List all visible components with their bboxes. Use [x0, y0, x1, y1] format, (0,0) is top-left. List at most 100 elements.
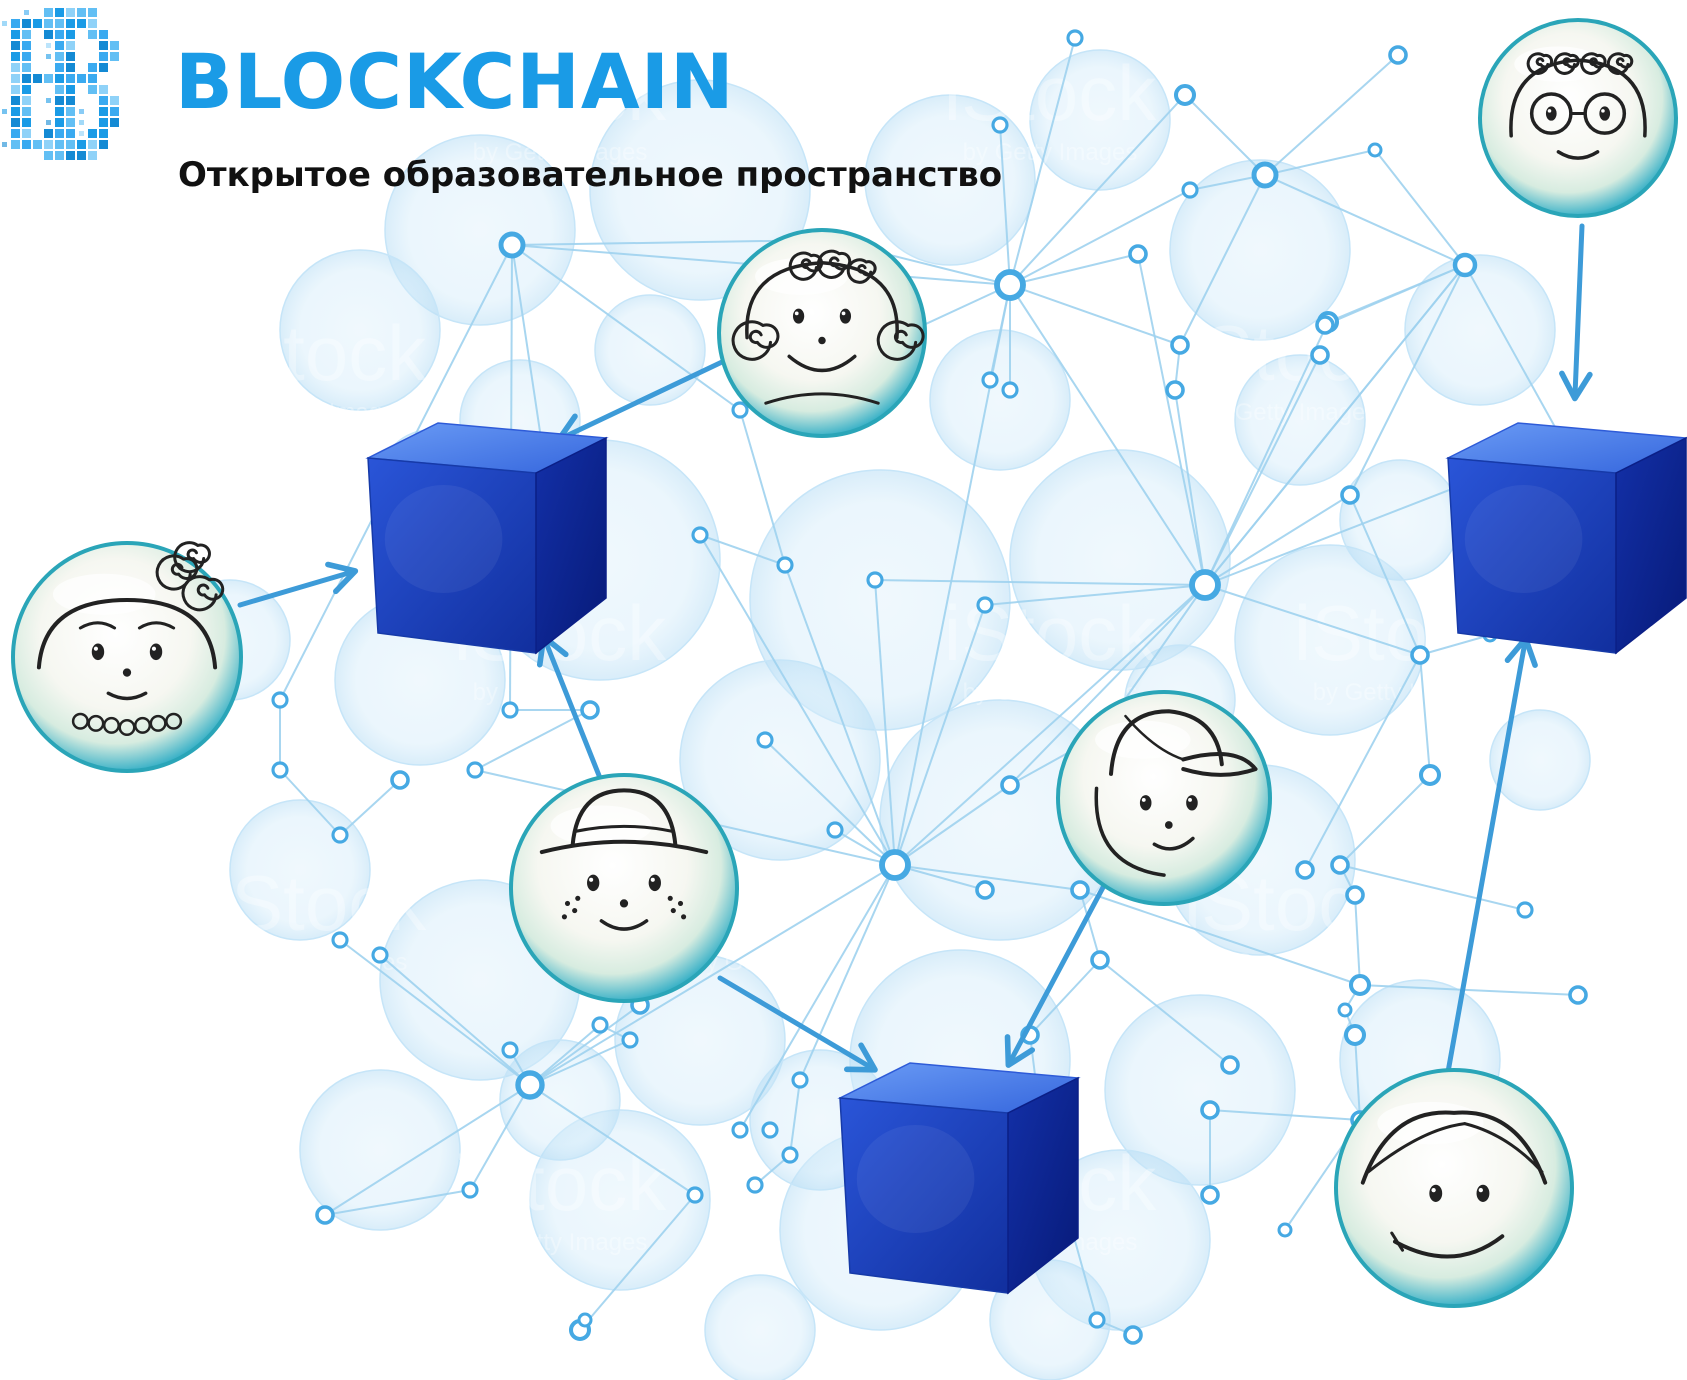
logo-pixel	[55, 8, 64, 17]
network-node	[1340, 485, 1360, 505]
logo-pixel	[110, 96, 119, 105]
network-node	[761, 1121, 779, 1139]
nose	[818, 336, 826, 345]
logo-pixel	[66, 151, 75, 160]
logo-pixel	[66, 30, 75, 39]
network-link	[529, 1024, 601, 1086]
network-link	[874, 579, 896, 866]
network-link	[511, 244, 741, 411]
hat-brim	[539, 839, 709, 855]
logo-pixel	[79, 120, 84, 125]
hat-crown	[570, 788, 678, 847]
network-node	[331, 826, 349, 844]
eye	[1599, 106, 1611, 121]
logo-pixel	[110, 118, 119, 127]
logo-pixel	[66, 85, 75, 94]
logo-pixel	[66, 118, 75, 127]
network-node	[315, 1205, 335, 1225]
network-link	[1029, 959, 1101, 1036]
eye	[792, 308, 805, 324]
logo-pixel	[66, 140, 75, 149]
logo-pixel	[55, 140, 64, 149]
necklace-bead	[71, 712, 89, 730]
bubble	[1404, 254, 1556, 406]
logo-pixel	[88, 74, 97, 83]
logo-pixel	[44, 151, 53, 160]
network-node	[686, 1186, 704, 1204]
block-cube-left	[365, 422, 609, 655]
mouth	[106, 691, 148, 701]
logo-pixel	[22, 118, 31, 127]
network-node	[1173, 83, 1197, 107]
logo-pixel	[55, 74, 64, 83]
network-node	[1343, 1023, 1367, 1047]
logo-pixel	[77, 19, 86, 28]
network-link	[1009, 284, 1181, 346]
network-node	[1128, 244, 1148, 264]
logo-pixel	[11, 19, 20, 28]
logo-pixel	[77, 140, 86, 149]
network-node	[1200, 1185, 1220, 1205]
brand-name: BLOCKCHAIN	[175, 37, 735, 126]
eye	[1139, 795, 1152, 811]
logo-pixel	[77, 74, 86, 83]
logo-pixel	[44, 30, 53, 39]
arrow-face-glasses-to-right-block	[1559, 223, 1593, 402]
arrow-face-bottom-right-to-right-block	[1445, 635, 1538, 1075]
network-node	[461, 1181, 479, 1199]
logo-pixel	[66, 74, 75, 83]
logo-pixel	[33, 74, 42, 83]
logo-pixel	[55, 118, 64, 127]
mouth-dimple	[1390, 1231, 1405, 1252]
network-node	[1295, 860, 1315, 880]
network-link	[894, 604, 986, 866]
logo-pixel	[66, 107, 75, 116]
network-node	[1345, 885, 1365, 905]
logo-pixel	[99, 30, 108, 39]
logo-pixel	[46, 54, 51, 59]
logo-pixel	[11, 118, 20, 127]
arrow-face-hat-to-left-block	[536, 633, 603, 781]
bubble	[499, 1039, 621, 1161]
network-node	[1310, 345, 1330, 365]
logo-pixel	[22, 41, 31, 50]
network-node	[1220, 1055, 1240, 1075]
network-link	[1349, 264, 1466, 496]
network-link	[1327, 264, 1466, 323]
eye-shine	[589, 877, 594, 882]
watermark-brand: iStock	[214, 309, 427, 397]
logo-pixel	[110, 41, 119, 50]
necklace-bead	[87, 714, 105, 732]
network-node	[1348, 973, 1372, 997]
logo-pixel	[11, 96, 20, 105]
network-node	[791, 1071, 809, 1089]
participants	[11, 18, 1678, 1308]
network-link	[339, 939, 531, 1086]
eye	[149, 643, 163, 661]
watermark-credit: by Getty Images	[963, 679, 1138, 706]
cube-side-face	[1615, 436, 1687, 655]
network-link	[894, 784, 1011, 866]
network-node	[746, 1176, 764, 1194]
logo-pixel	[99, 52, 108, 61]
cap-seam	[1124, 714, 1185, 761]
logo-pixel	[79, 109, 84, 114]
watermark-credit: by Getty Images	[93, 1229, 268, 1256]
logo-pixel	[88, 63, 97, 72]
logo-pixel	[22, 129, 31, 138]
face-avatar-girl-curls	[717, 228, 927, 438]
network-node	[501, 1041, 519, 1059]
hair-curl	[1553, 52, 1580, 75]
freckle	[667, 895, 673, 901]
network-node	[331, 931, 349, 949]
eye-shine	[650, 877, 655, 882]
network-link	[789, 1079, 801, 1156]
hair-part	[1366, 1122, 1467, 1174]
cube-side-face	[1007, 1076, 1079, 1295]
logo-pixel	[79, 131, 84, 136]
mouth	[599, 919, 649, 931]
network-node	[981, 371, 999, 389]
watermark-brand: iStock	[454, 49, 667, 137]
network-node	[1088, 1311, 1106, 1329]
network-node	[580, 700, 600, 720]
